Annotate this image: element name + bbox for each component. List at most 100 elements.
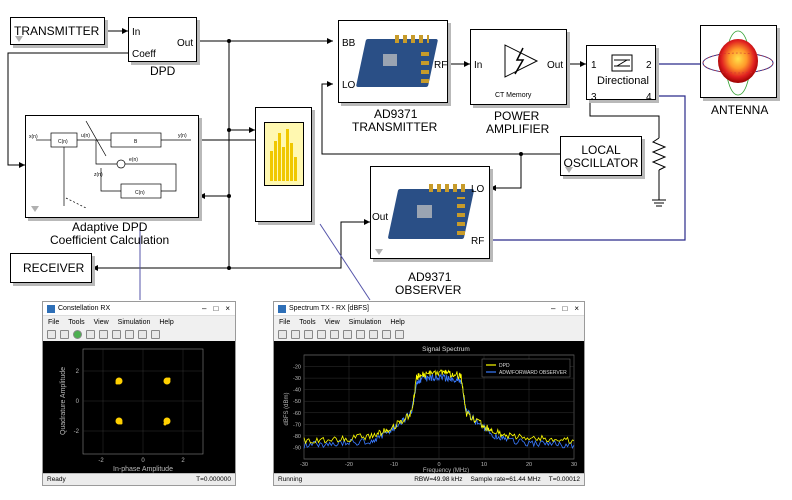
ad9371-transmitter-block[interactable]: BB LO RF [338, 20, 448, 103]
settings-icon[interactable] [47, 330, 56, 339]
menu-tools[interactable]: Tools [68, 318, 85, 326]
lo-label-2: OSCILLATOR [563, 156, 639, 170]
spectrum-menu-bar: File Tools View Simulation Help [274, 316, 584, 328]
coupler-icon [611, 54, 633, 72]
menu-view[interactable]: View [93, 318, 109, 326]
run-icon[interactable] [73, 330, 82, 339]
pan-icon[interactable] [369, 330, 378, 339]
pan-icon[interactable] [138, 330, 147, 339]
pa-out-port: Out [547, 60, 564, 71]
matlab-icon [47, 304, 55, 313]
spec-status-left: Running [278, 476, 303, 483]
menu-help[interactable]: Help [159, 318, 174, 326]
const-xtick-3: 2 [181, 458, 185, 464]
directional-coupler-block[interactable]: 1 2 3 4 Directional [586, 45, 656, 103]
dpd-block[interactable]: In Coeff Out [128, 17, 197, 62]
pa-memory-label: CT Memory [495, 92, 532, 99]
spectrum-scope-block[interactable] [255, 107, 312, 222]
receiver-label: RECEIVER [23, 261, 85, 275]
menu-simulation[interactable]: Simulation [117, 318, 151, 326]
menu-simulation[interactable]: Simulation [348, 318, 382, 326]
y-tick-label: -20 [293, 365, 301, 371]
minimize-icon[interactable]: – [202, 304, 207, 313]
highlight-icon[interactable] [330, 330, 339, 339]
constellation-axes: -2 0 2 2 0 -2 In-phase Amplitude Quadrat… [60, 348, 204, 473]
x-tick-label: 10 [481, 462, 487, 468]
dir-port-3: 3 [591, 92, 597, 103]
zoom-icon[interactable] [125, 330, 134, 339]
antenna-pattern-icon [702, 30, 774, 96]
const-status-right: T=0.000000 [196, 476, 231, 483]
constellation-title-bar[interactable]: Constellation RX –□× [43, 302, 235, 316]
transmitter-block[interactable]: TRANSMITTER [10, 17, 105, 45]
adaptive-dpd-label-1: Adaptive DPD [72, 220, 148, 234]
series-line-dpd [303, 369, 575, 445]
y-tick-label: -90 [293, 445, 301, 451]
x-tick-label: -10 [390, 462, 398, 468]
ad9371-tx-label-2: TRANSMITTER [352, 120, 438, 134]
power-amplifier-block[interactable]: In Out CT Memory [470, 29, 567, 105]
spec-status-rate: Sample rate=61.44 MHz [470, 476, 541, 483]
minimize-icon[interactable]: – [551, 304, 556, 313]
local-oscillator-block[interactable]: LOCAL OSCILLATOR [560, 136, 642, 176]
run-icon[interactable] [304, 330, 313, 339]
constellation-status-bar: Ready T=0.000000 [43, 473, 235, 485]
zoom-icon[interactable] [356, 330, 365, 339]
x-tick-label: 20 [526, 462, 532, 468]
spectrum-window[interactable]: Spectrum TX - RX [dBFS] –□× File Tools V… [273, 301, 585, 486]
menu-file[interactable]: File [48, 318, 60, 326]
maximize-icon[interactable]: □ [213, 304, 219, 313]
adaptive-dpd-block[interactable]: x(n) C(n) u(n) B y(n) e(n) C(n) z(n) [25, 115, 199, 218]
menu-view[interactable]: View [324, 318, 340, 326]
stop-icon[interactable] [99, 330, 108, 339]
legend-label: ADW/FORWARD OBSERVER [499, 370, 567, 376]
step-icon[interactable] [86, 330, 95, 339]
pa-label-2: AMPLIFIER [486, 122, 550, 136]
tx-board-connectors-side [421, 47, 429, 83]
cursor-icon[interactable] [343, 330, 352, 339]
stop-icon[interactable] [317, 330, 326, 339]
ad9371-observer-block[interactable]: Out LO RF [370, 166, 490, 259]
tx-rf-port: RF [434, 60, 448, 71]
obs-out-port: Out [372, 212, 389, 223]
autoscale-icon[interactable] [382, 330, 391, 339]
x-tick-label: -20 [345, 462, 353, 468]
spectrum-toolbar [274, 328, 584, 342]
blk-c: C(n) [58, 139, 68, 145]
settings-icon[interactable] [278, 330, 287, 339]
antenna-label: ANTENNA [711, 103, 769, 117]
obs-board-connectors-side [457, 197, 465, 235]
antenna-block[interactable] [700, 25, 777, 98]
pa-in-port: In [474, 60, 483, 71]
const-status-left: Ready [47, 476, 66, 483]
highlight-icon[interactable] [112, 330, 121, 339]
dpd-coeff-port: Coeff [132, 49, 156, 60]
close-icon[interactable]: × [574, 304, 579, 313]
autoscale-icon[interactable] [151, 330, 160, 339]
down-arrow-icon [375, 249, 383, 255]
spectrum-status-bar: Running RBW=49.98 kHz Sample rate=61.44 … [274, 473, 584, 485]
constellation-window[interactable]: Constellation RX –□× File Tools View Sim… [42, 301, 236, 486]
y-tick-label: -30 [293, 376, 301, 382]
adaptive-dpd-diagram: x(n) C(n) u(n) B y(n) e(n) C(n) z(n) [29, 120, 191, 209]
legend-box [481, 358, 571, 378]
receiver-block[interactable]: RECEIVER [10, 253, 92, 283]
print-icon[interactable] [291, 330, 300, 339]
maximize-icon[interactable]: □ [562, 304, 568, 313]
measure-icon[interactable] [395, 330, 404, 339]
constellation-toolbar [43, 328, 235, 342]
spectrum-ylabel: dBFS (dBm) [284, 392, 290, 425]
menu-help[interactable]: Help [390, 318, 405, 326]
const-ytick-2: 0 [76, 399, 80, 405]
amplifier-icon [504, 44, 539, 78]
spectrum-title-bar[interactable]: Spectrum TX - RX [dBFS] –□× [274, 302, 584, 316]
spectrum-chart-title: Signal Spectrum [422, 346, 470, 353]
close-icon[interactable]: × [225, 304, 230, 313]
menu-file[interactable]: File [279, 318, 291, 326]
ad9371-tx-label-1: AD9371 [374, 107, 418, 121]
tx-bb-port: BB [342, 38, 356, 49]
blk-b: B [134, 139, 138, 145]
print-icon[interactable] [60, 330, 69, 339]
obs-lo-port: LO [471, 184, 485, 195]
menu-tools[interactable]: Tools [299, 318, 316, 326]
